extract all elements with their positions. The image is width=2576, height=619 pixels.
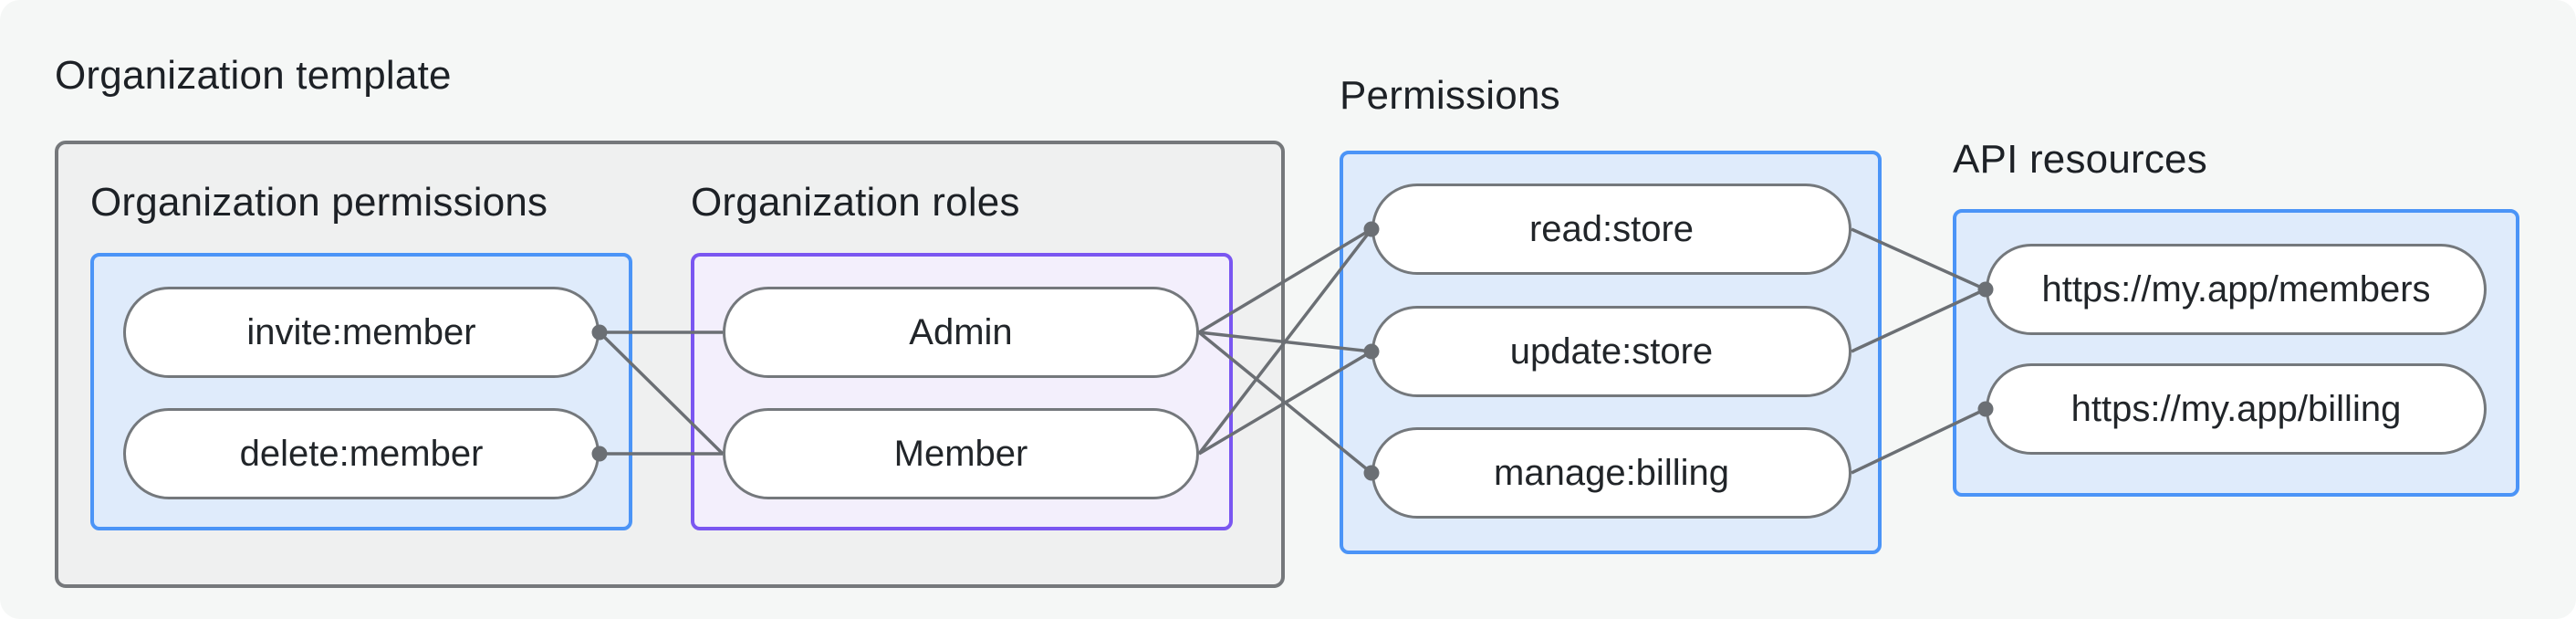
organization-permissions-label: Organization permissions bbox=[90, 180, 548, 225]
diagram-title: Organization template bbox=[55, 53, 452, 98]
node-members-api: https://my.app/members bbox=[1986, 244, 2487, 335]
api-resources-label: API resources bbox=[1953, 137, 2207, 182]
node-admin: Admin bbox=[723, 287, 1199, 378]
node-read-store: read:store bbox=[1371, 184, 1851, 275]
node-invite-member: invite:member bbox=[123, 287, 600, 378]
node-update-store: update:store bbox=[1371, 306, 1851, 397]
node-delete-member: delete:member bbox=[123, 408, 600, 499]
organization-roles-label: Organization roles bbox=[691, 180, 1020, 225]
permissions-label: Permissions bbox=[1340, 73, 1560, 118]
node-manage-billing: manage:billing bbox=[1371, 427, 1851, 519]
node-billing-api: https://my.app/billing bbox=[1986, 363, 2487, 455]
node-member: Member bbox=[723, 408, 1199, 499]
